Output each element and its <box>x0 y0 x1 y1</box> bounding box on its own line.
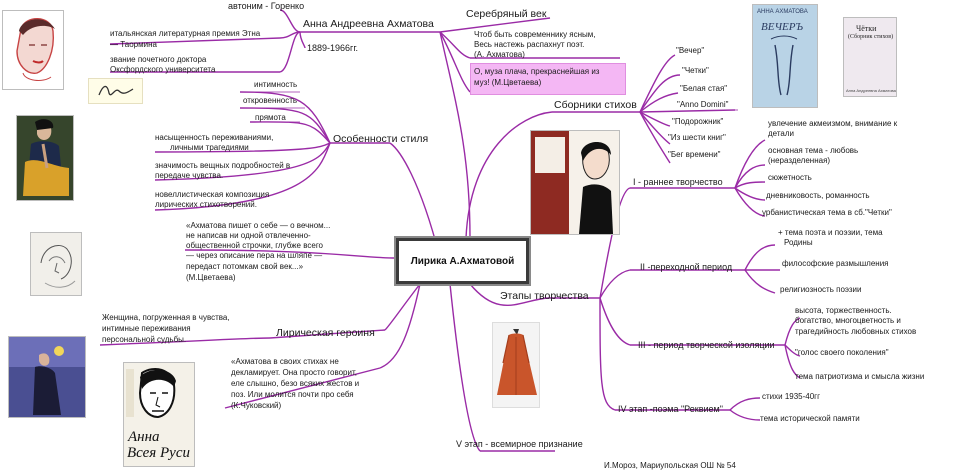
chetki-cover-subtitle: (Сборник стихов) <box>848 34 894 40</box>
chukovsky-quote-line: поз. Или молится почти про себя <box>231 390 354 399</box>
style-node: Особенности стиля <box>333 133 429 145</box>
style-item: лирических стихотворений. <box>155 200 257 209</box>
stage-1-item: увлечение акмеизмом, внимание к <box>768 119 898 128</box>
style-item: личными трагедиями <box>170 143 249 152</box>
stage-1-item: детали <box>768 129 795 138</box>
tsvetaeva-quote-line: (М.Цветаева) <box>186 273 236 282</box>
stage-1-item: сюжетность <box>768 173 812 182</box>
author-prize-line1: итальянская литературная премия Этна <box>110 29 261 38</box>
tsvetaeva-quote-line: — через описание пера на шляпе — <box>186 251 323 260</box>
stage-2-node: II -переходной период <box>640 262 733 272</box>
red-coat-image <box>492 322 540 408</box>
author-prize-line2: — Таормина <box>110 40 157 49</box>
tsvetaeva-quote-line: не написав ни одной отвлеченно- <box>186 231 311 240</box>
vecher-cover-title: ВЕЧЕРЪ <box>761 21 803 33</box>
author-years: 1889-1966гг. <box>307 43 359 53</box>
heroine-text-line: интимные переживания <box>102 324 191 333</box>
chukovsky-quote-line: декламирует. Она просто говорит, <box>231 368 357 377</box>
collection-item: "Бег времени" <box>668 150 721 159</box>
stage-3-node: III - период творческой изоляции <box>638 340 775 350</box>
stage-3-item: тема патриотизма и смысла жизни <box>795 372 925 381</box>
tsvetaeva-muse-line2: муз! (М.Цветаева) <box>474 78 542 87</box>
collection-item: "Вечер" <box>676 46 705 55</box>
stage-1-item: дневниковость, романность <box>766 191 870 200</box>
chetki-book-cover-image: Чётки (Сборник стихов) Анна Андреевна Ах… <box>843 17 897 97</box>
stage-1-item: урбанистическая тема в сб."Четки" <box>762 208 892 217</box>
collection-item: "Из шести книг" <box>668 133 726 142</box>
tsvetaeva-quote-line: передаст потомкам свой век...» <box>186 262 304 271</box>
style-item: значимость вещных подробностей в <box>155 161 291 170</box>
author-doctor-line1: звание почетного доктора <box>110 55 207 64</box>
tsvetaeva-muse-line1: О, муза плача, прекраснейшая из <box>474 67 600 76</box>
author-pseudonym: автоним - Горенко <box>228 1 305 11</box>
book-cover-portrait-image <box>530 130 620 235</box>
tsvetaeva-quote-line: «Ахматова пишет о себе — о вечном... <box>186 221 331 230</box>
style-item: откровенность <box>243 96 298 105</box>
collection-item: "Белая стая" <box>680 84 728 93</box>
book-cover-line2: Всея Руси <box>127 445 190 461</box>
stages-node: Этапы творчества <box>500 290 589 302</box>
chetki-cover-author: Анна Андреевна Ахматова <box>846 88 896 93</box>
stage-1-item: (неразделенная) <box>768 156 831 165</box>
signature-image <box>88 78 143 104</box>
credit-text: И.Мороз, Мариупольская ОШ № 54 <box>604 461 736 470</box>
silver-age-node: Серебряный век <box>466 8 547 20</box>
stage-1-node: I - раннее творчество <box>633 177 723 187</box>
chukovsky-quote-line: (К.Чуковский) <box>231 401 282 410</box>
heroine-text-line: Женщина, погруженная в чувства, <box>102 313 230 322</box>
style-item: новеллистическая композиция <box>155 190 270 199</box>
style-item: передаче чувства. <box>155 171 224 180</box>
book-cover-vseya-rusi-image: Анна Всея Руси <box>123 362 195 467</box>
stage-3-item: богатство, многоцветность и <box>795 316 901 325</box>
stage-4-node: IV этап -поэма "Реквием" <box>618 404 723 414</box>
chukovsky-quote-line: еле слышно, безо всяких жестов и <box>231 379 360 388</box>
stage-1-item: основная тема - любовь <box>768 146 859 155</box>
silver-age-quote-line2: Весь настежь распахнут поэт. <box>474 40 585 49</box>
stage-3-item: "голос своего поколения" <box>795 348 889 357</box>
stage-2-item: религиозность поэзии <box>780 285 862 294</box>
altman-portrait-image <box>16 115 74 201</box>
chukovsky-quote-line: «Ахматова в своих стихах не <box>231 357 339 366</box>
book-cover-line1: Анна <box>128 429 160 445</box>
heroine-text-line: персональной судьбы. <box>102 335 187 344</box>
portrait-sketch-image <box>2 10 64 90</box>
stage-3-item: трагедийность любовных стихов <box>795 327 917 336</box>
tsvetaeva-quote-highlight <box>470 63 626 95</box>
style-item: прямота <box>255 113 286 122</box>
stage-3-item: высота, торжественность. <box>795 306 892 315</box>
petrov-vodkin-portrait-image <box>8 336 86 418</box>
collection-item: "Четки" <box>682 66 709 75</box>
stage-4-item: стихи 1935-40гг <box>762 392 821 401</box>
stage-4-item: тема исторической памяти <box>760 414 860 423</box>
style-item: насыщенность переживаниями, <box>155 133 274 142</box>
chetki-cover-title: Чётки <box>856 24 877 33</box>
vecher-book-cover-image: АННА АХМАТОВА ВЕЧЕРЪ <box>752 4 818 108</box>
author-doctor-line2: Оксфордского университета <box>110 65 216 74</box>
silver-age-quote-line1: Чтоб быть современнику ясным, <box>474 30 596 39</box>
modigliani-drawing-image <box>30 232 82 296</box>
silver-age-quote-line3: (А. Ахматова) <box>474 50 525 59</box>
collection-item: "Подорожник" <box>672 117 724 126</box>
collections-node: Сборники стихов <box>554 99 637 111</box>
collection-item: "Anno Domini" <box>677 100 729 109</box>
tsvetaeva-quote-line: общественной строчки, глубже всего <box>186 241 324 250</box>
center-topic: Лирика А.Ахматовой <box>396 238 529 284</box>
heroine-node: Лирическая героиня <box>276 327 375 339</box>
stage-5-node: V этап - всемирное признание <box>456 439 583 449</box>
vecher-cover-author: АННА АХМАТОВА <box>757 9 808 15</box>
stage-2-item: Родины <box>784 238 813 247</box>
style-item: интимность <box>254 80 298 89</box>
stage-2-item: философские размышления <box>782 259 889 268</box>
author-name-node: Анна Андреевна Ахматова <box>303 18 434 30</box>
stage-2-item: + тема поэта и поэзии, тема <box>778 228 883 237</box>
